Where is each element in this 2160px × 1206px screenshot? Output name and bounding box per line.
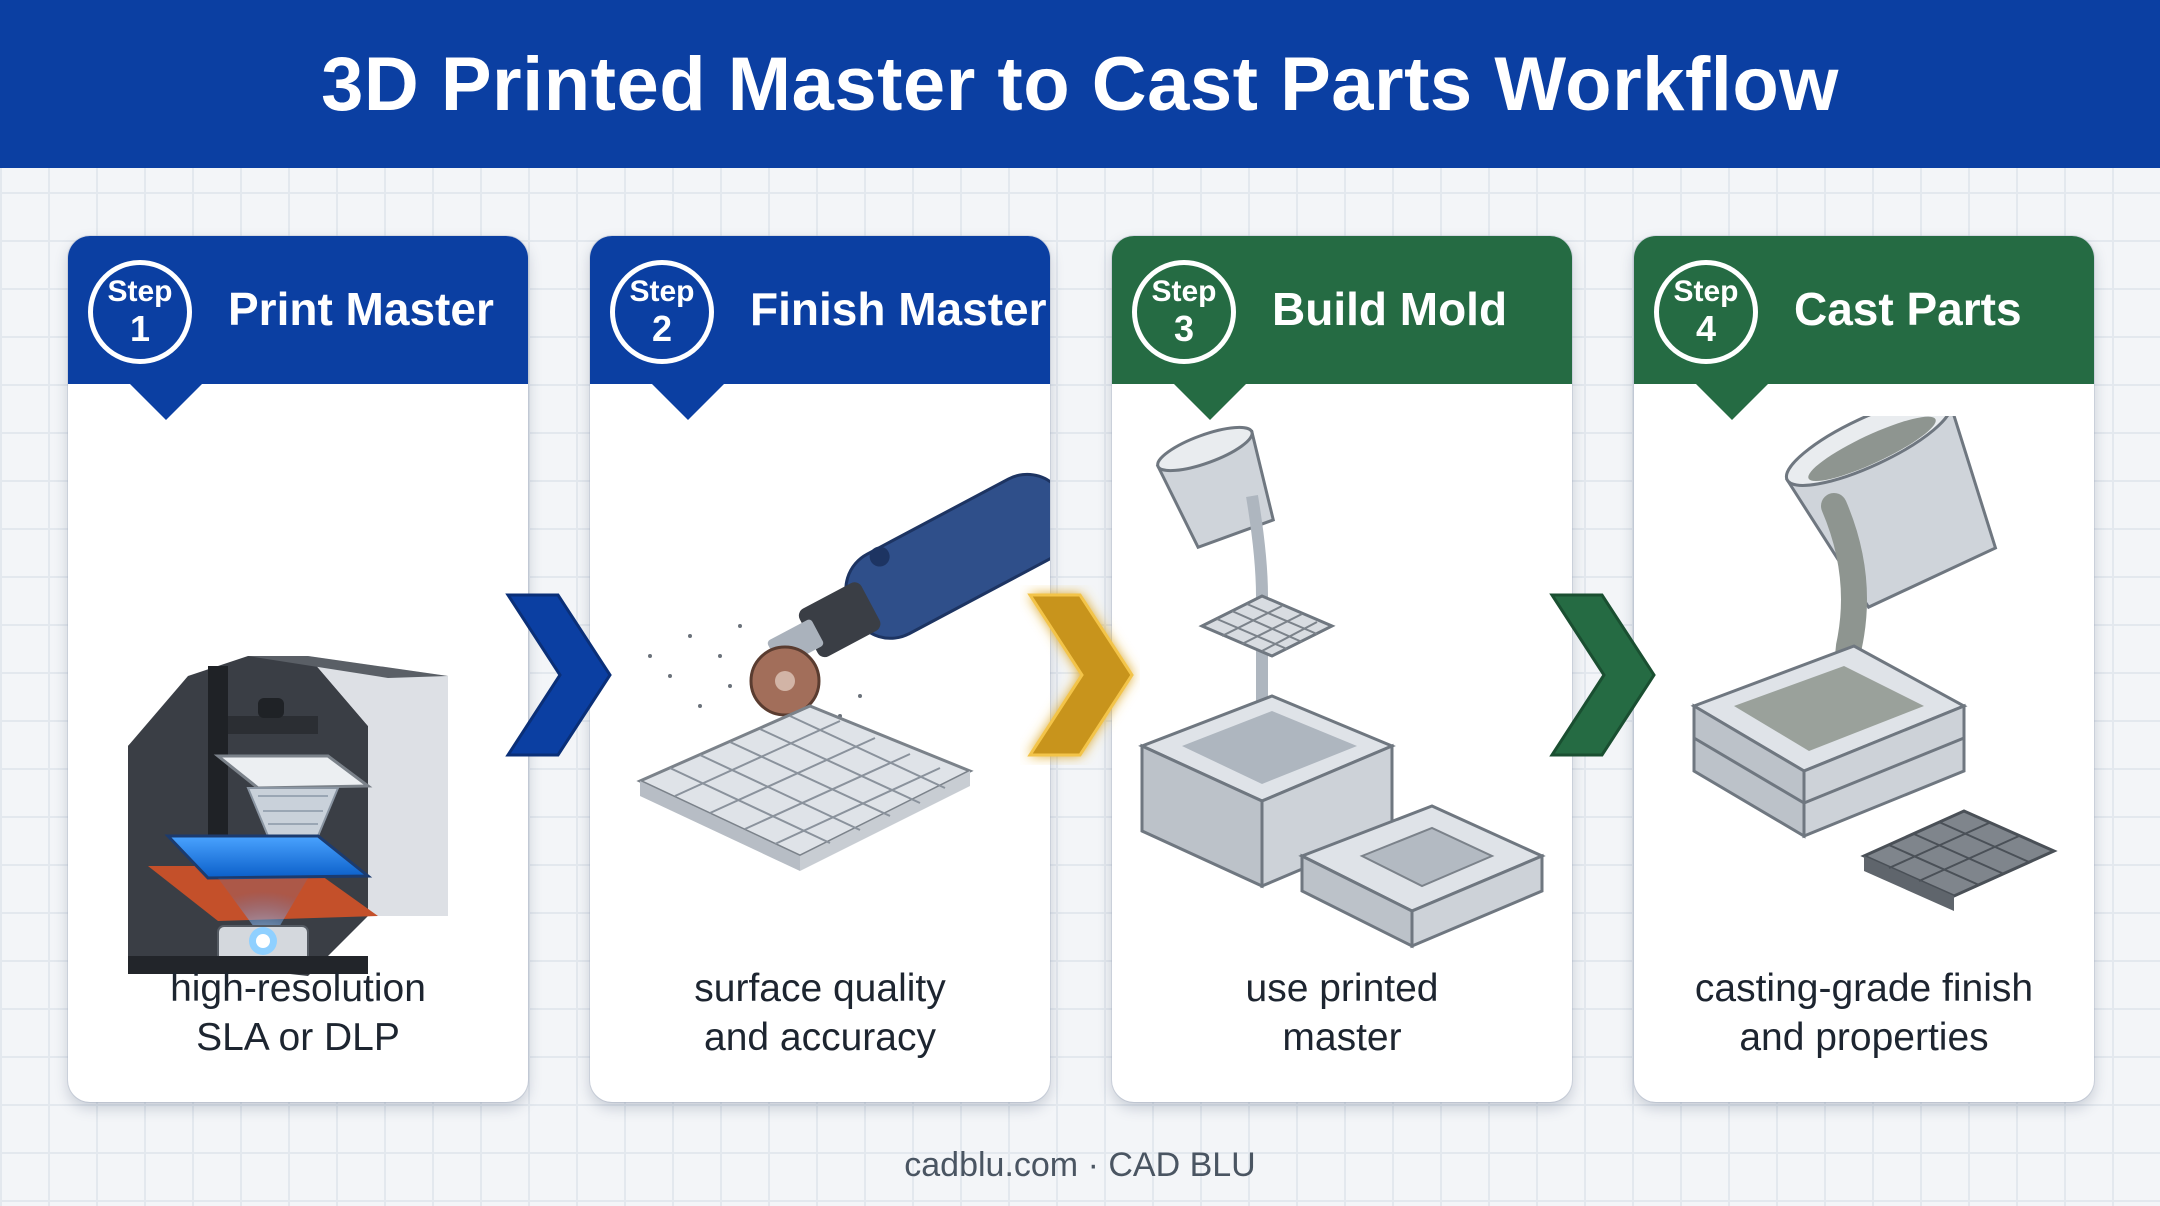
step-header: Step 4 Cast Parts [1634, 236, 2094, 384]
caption-line: and properties [1739, 1016, 1989, 1059]
caption-line: surface quality [694, 967, 946, 1010]
step-badge: Step 1 [88, 260, 192, 364]
step-title: Build Mold [1272, 283, 1508, 335]
step-card-finish-master: Step 2 Finish Master surfac [590, 236, 1050, 1102]
step-badge: Step 3 [1132, 260, 1236, 364]
step-number: 1 [129, 308, 151, 349]
step-card-build-mold: Step 3 Build Mold use printed master [1112, 236, 1572, 1102]
step-card-cast-parts: Step 4 Cast Parts casting-grade finish a… [1634, 236, 2094, 1102]
chevron-right-icon [1027, 593, 1134, 757]
header-pointer [128, 382, 204, 420]
step-title: Print Master [228, 283, 494, 335]
caption-line: master [1282, 1016, 1402, 1059]
step-header: Step 3 Build Mold [1112, 236, 1572, 384]
silicone-mold-pouring-illustration [1138, 425, 1546, 949]
header-pointer [650, 382, 726, 420]
page-title: 3D Printed Master to Cast Parts Workflow [321, 41, 1839, 127]
step-header: Step 2 Finish Master [590, 236, 1050, 384]
footer-credit: cadblu.com · CAD BLU [904, 1146, 1256, 1184]
rotary-tool-finishing-illustration [636, 472, 1050, 871]
step-number: 2 [651, 308, 673, 349]
step-badge: Step 4 [1654, 260, 1758, 364]
step-title: Finish Master [750, 283, 1047, 335]
caption-line: use printed [1245, 967, 1439, 1010]
step-word: Step [1151, 275, 1217, 308]
header-pointer [1694, 382, 1770, 420]
chevron-right-icon [1549, 593, 1656, 757]
step-caption: surface quality and accuracy [600, 964, 1040, 1062]
step-number: 3 [1173, 308, 1195, 349]
step-title: Cast Parts [1794, 283, 2022, 335]
step-header: Step 1 Print Master [68, 236, 528, 384]
resin-3d-printer-illustration [128, 656, 448, 976]
step-caption: casting-grade finish and properties [1644, 964, 2084, 1062]
caption-line: SLA or DLP [196, 1016, 400, 1059]
chevron-right-icon [505, 593, 612, 757]
step-caption: use printed master [1122, 964, 1562, 1062]
step-word: Step [1673, 275, 1739, 308]
caption-line: and accuracy [704, 1016, 936, 1059]
step-card-print-master: Step 1 Print Master high- [68, 236, 528, 1102]
step-word: Step [107, 275, 173, 308]
caption-line: high-resolution [170, 967, 426, 1010]
header-pointer [1172, 382, 1248, 420]
casting-pour-illustration [1690, 416, 2058, 911]
step-badge: Step 2 [610, 260, 714, 364]
title-banner: 3D Printed Master to Cast Parts Workflow [0, 0, 2160, 168]
step-word: Step [629, 275, 695, 308]
step-caption: high-resolution SLA or DLP [78, 964, 518, 1062]
caption-line: casting-grade finish [1694, 967, 2034, 1010]
step-number: 4 [1695, 308, 1717, 349]
